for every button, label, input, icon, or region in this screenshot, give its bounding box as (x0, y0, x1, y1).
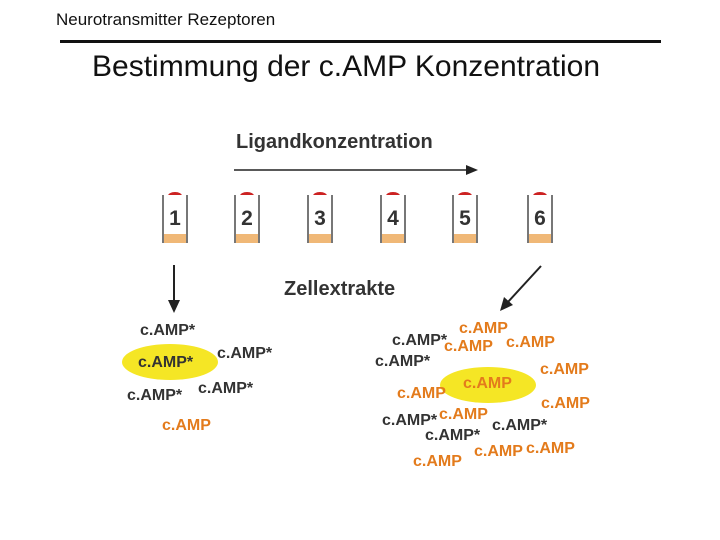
test-tube: 4 (380, 195, 406, 243)
camp-label-right: c.AMP (506, 335, 555, 351)
test-tube: 5 (452, 195, 478, 243)
camp-label-right: c.AMP (459, 321, 508, 337)
camp-label-left: c.AMP* (217, 346, 272, 362)
camp-label-right: c.AMP (541, 396, 590, 412)
test-tube: 3 (307, 195, 333, 243)
camp-label-right: c.AMP (397, 386, 446, 402)
cell-extracts-label: Zellextrakte (284, 278, 395, 301)
camp-label-right: c.AMP (474, 444, 523, 460)
tube-number: 2 (236, 207, 258, 231)
camp-label-left: c.AMP* (198, 381, 253, 397)
ligand-concentration-label: Ligandkonzentration (236, 131, 433, 154)
tube-number: 3 (309, 207, 331, 231)
tube-liquid (309, 234, 331, 243)
arrow-tube1-head (168, 300, 180, 313)
camp-label-right: c.AMP (540, 362, 589, 378)
camp-label-right: c.AMP (444, 339, 493, 355)
tube-liquid (236, 234, 258, 243)
test-tube: 1 (162, 195, 188, 243)
tube-liquid (529, 234, 551, 243)
tube-liquid (454, 234, 476, 243)
camp-label-left: c.AMP (162, 418, 211, 434)
camp-highlight-left: c.AMP* (138, 355, 193, 371)
camp-label-right: c.AMP* (375, 354, 430, 370)
ligand-arrowhead (466, 165, 478, 175)
camp-label-right: c.AMP* (492, 418, 547, 434)
tube-number: 4 (382, 207, 404, 231)
camp-label-left: c.AMP* (127, 388, 182, 404)
camp-label-right: c.AMP (526, 441, 575, 457)
test-tube: 6 (527, 195, 553, 243)
camp-label-left: c.AMP* (140, 323, 195, 339)
tube-liquid (164, 234, 186, 243)
camp-label-right: c.AMP (439, 407, 488, 423)
camp-highlight-right: c.AMP (463, 376, 512, 392)
tube-number: 1 (164, 207, 186, 231)
arrow-tube6-down (508, 266, 541, 302)
camp-label-right: c.AMP* (425, 428, 480, 444)
tube-number: 6 (529, 207, 551, 231)
camp-label-right: c.AMP* (392, 333, 447, 349)
test-tube: 2 (234, 195, 260, 243)
camp-label-right: c.AMP (413, 454, 462, 470)
tube-liquid (382, 234, 404, 243)
tube-number: 5 (454, 207, 476, 231)
